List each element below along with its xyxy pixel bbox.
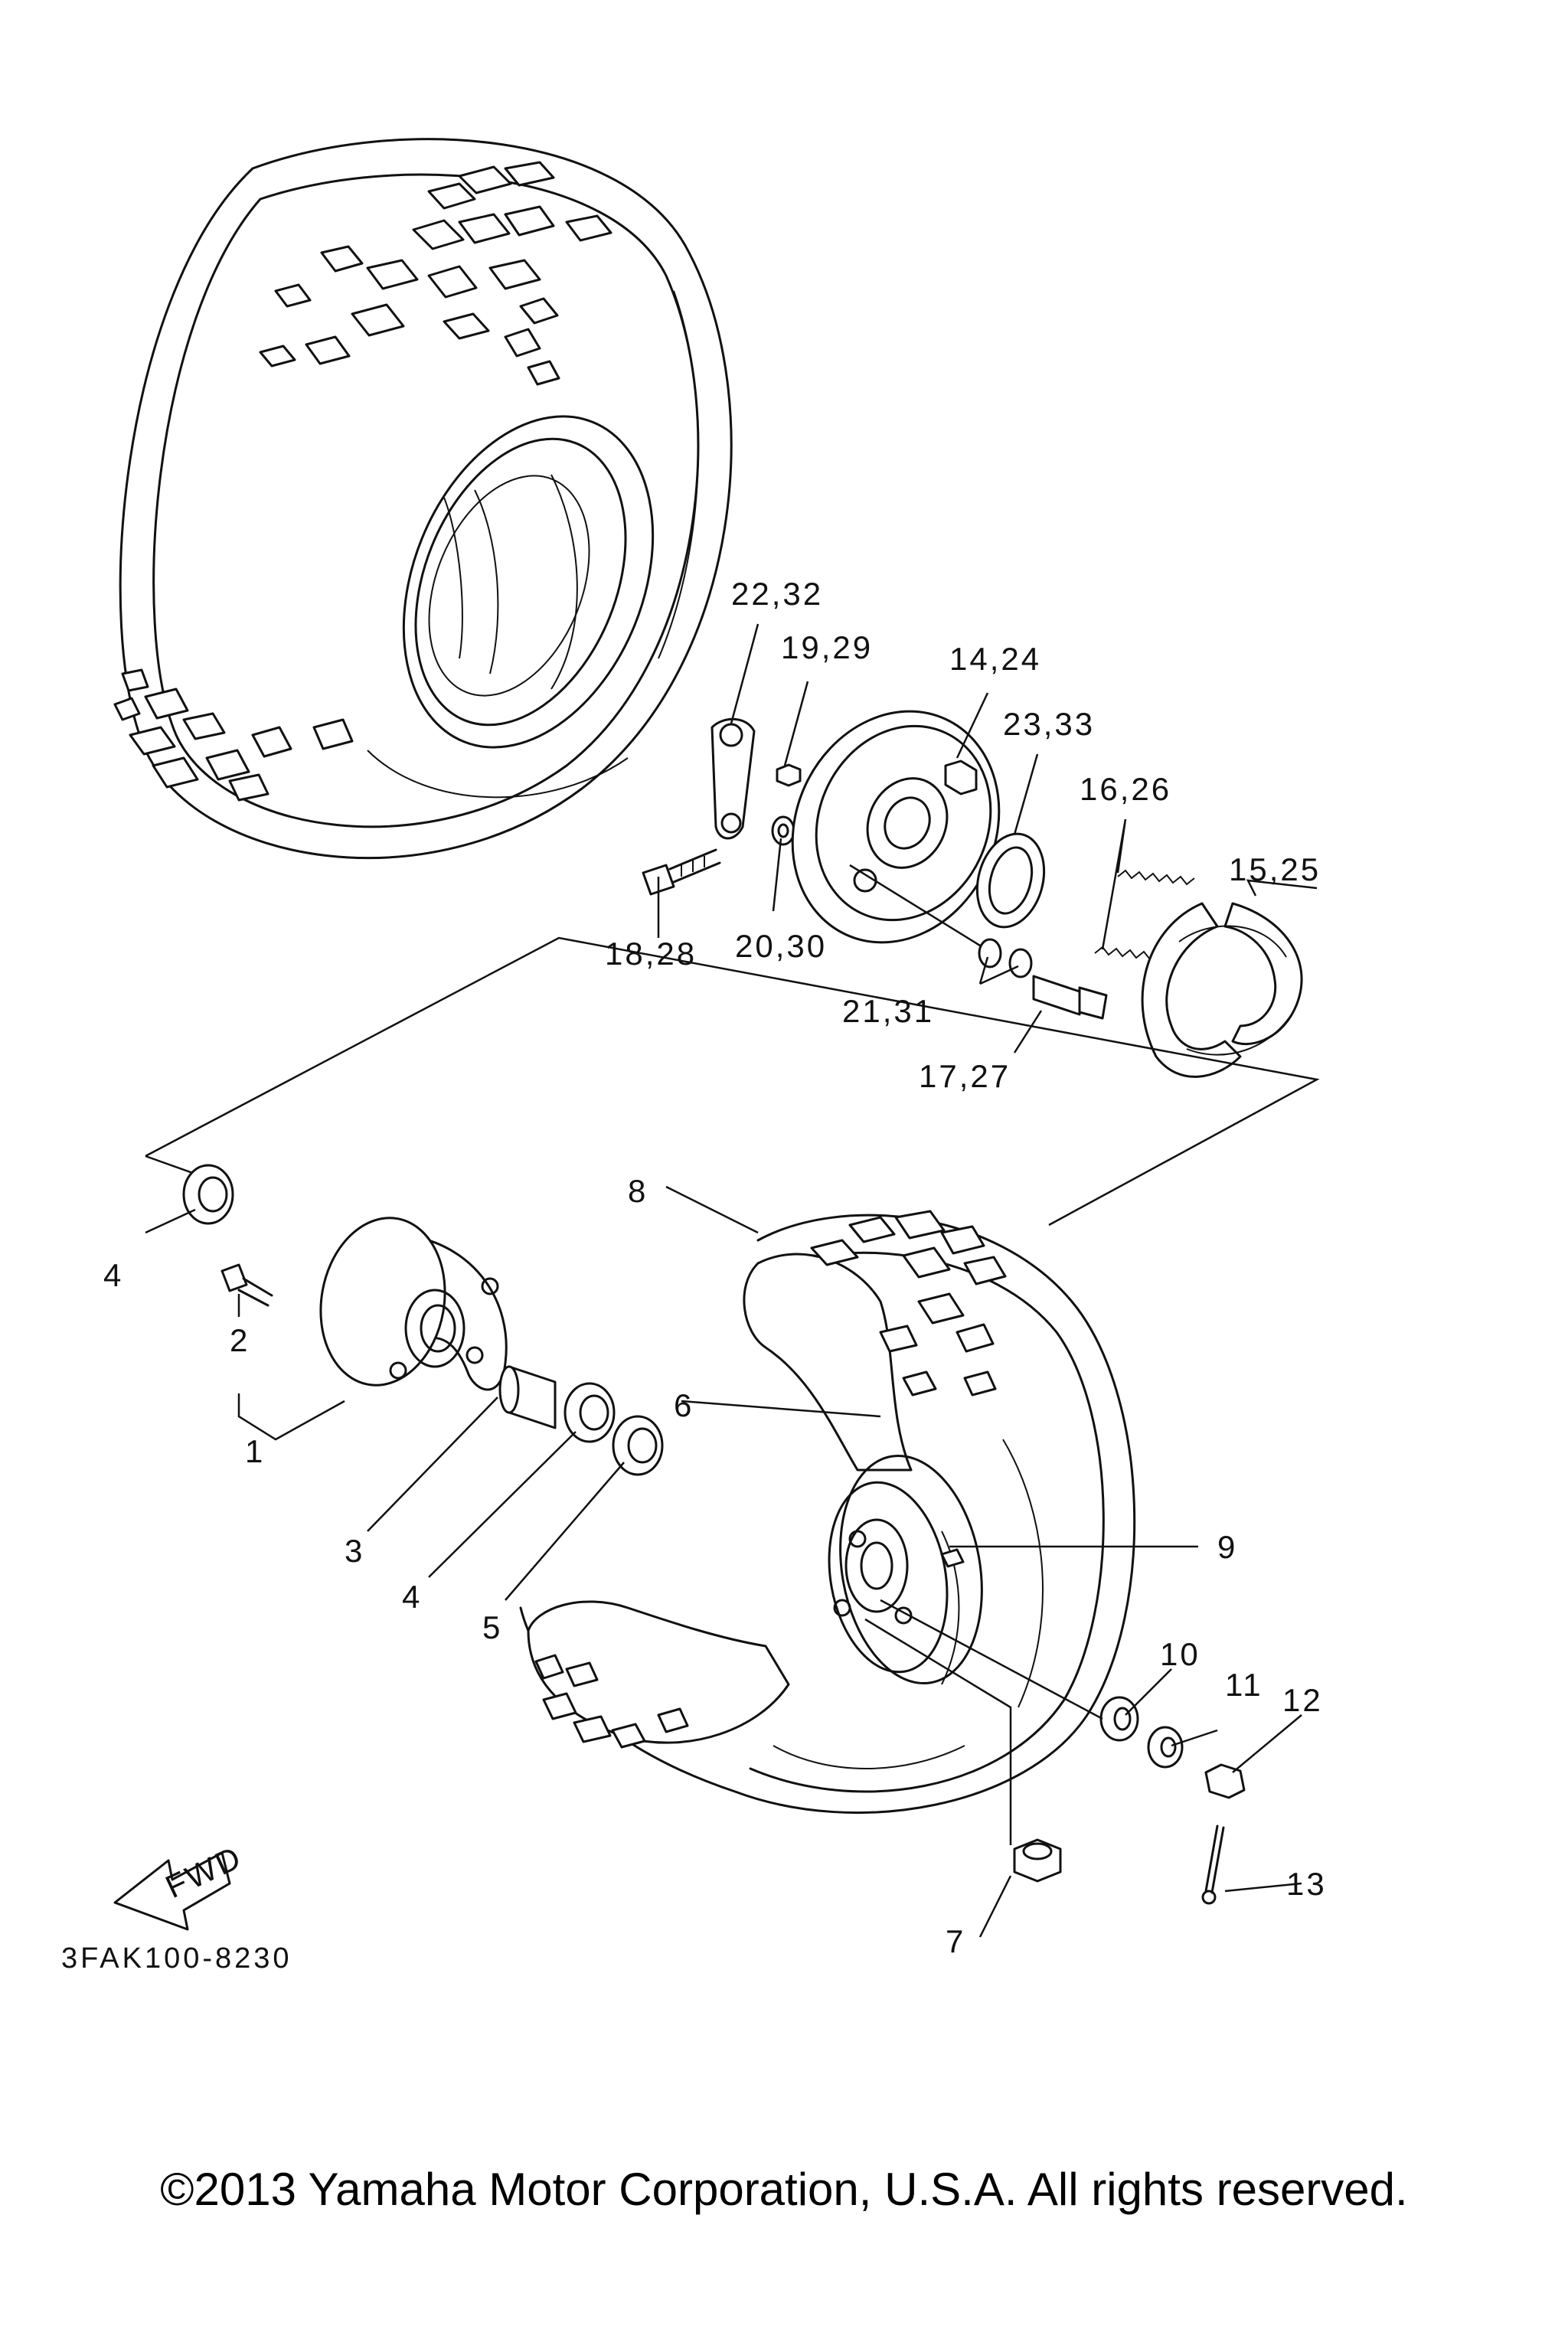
callout-18-28: 22,32: [731, 576, 823, 612]
callout-labels: 22,32 19,29 14,24 23,33 16,26 15,25 18,2…: [103, 576, 1327, 1959]
brake-assembly: [642, 710, 1303, 1078]
callout-22-32: 21,31: [842, 993, 934, 1029]
leader-lines: [145, 623, 1318, 1938]
callout-20-30: 19,29: [781, 629, 873, 665]
bottom-tire: [519, 1210, 1246, 1905]
callout-10: 10: [1160, 1636, 1200, 1672]
copyright-notice: ©2013 Yamaha Motor Corporation, U.S.A. A…: [160, 2164, 1407, 2215]
callout-4-lower: 4: [402, 1579, 422, 1615]
hub-assembly: [182, 1164, 664, 1476]
callout-6: 6: [674, 1387, 694, 1423]
fwd-arrow-icon: FWD: [113, 1838, 248, 1931]
callout-3: 3: [345, 1533, 364, 1569]
callout-11: 11: [1225, 1667, 1263, 1703]
callout-23-33: 23,33: [1003, 706, 1095, 742]
callout-14-24: 14,24: [949, 641, 1041, 677]
top-tire: [113, 138, 733, 860]
callout-12: 12: [1282, 1682, 1323, 1718]
callout-15-25: 15,25: [1229, 851, 1321, 887]
callout-2: 2: [230, 1322, 250, 1358]
assembly-frame-line: [145, 936, 1320, 1227]
callout-5: 5: [482, 1609, 502, 1645]
callout-8: 8: [628, 1173, 648, 1209]
callout-16-26: 16,26: [1080, 771, 1171, 807]
callout-7: 7: [946, 1923, 965, 1959]
diagram-code: 3FAK100-8230: [61, 1942, 292, 1975]
callout-4-top: 4: [103, 1257, 123, 1293]
callout-19-29: 18,28: [605, 936, 697, 972]
bottom-tire-tread: [534, 1210, 1007, 1749]
callout-17-27: 17,27: [919, 1058, 1011, 1094]
callout-13: 13: [1286, 1866, 1327, 1902]
callout-1: 1: [245, 1433, 265, 1469]
top-tire-tread: [113, 161, 612, 802]
callout-21-31: 20,30: [735, 928, 827, 964]
callout-9: 9: [1217, 1529, 1237, 1565]
